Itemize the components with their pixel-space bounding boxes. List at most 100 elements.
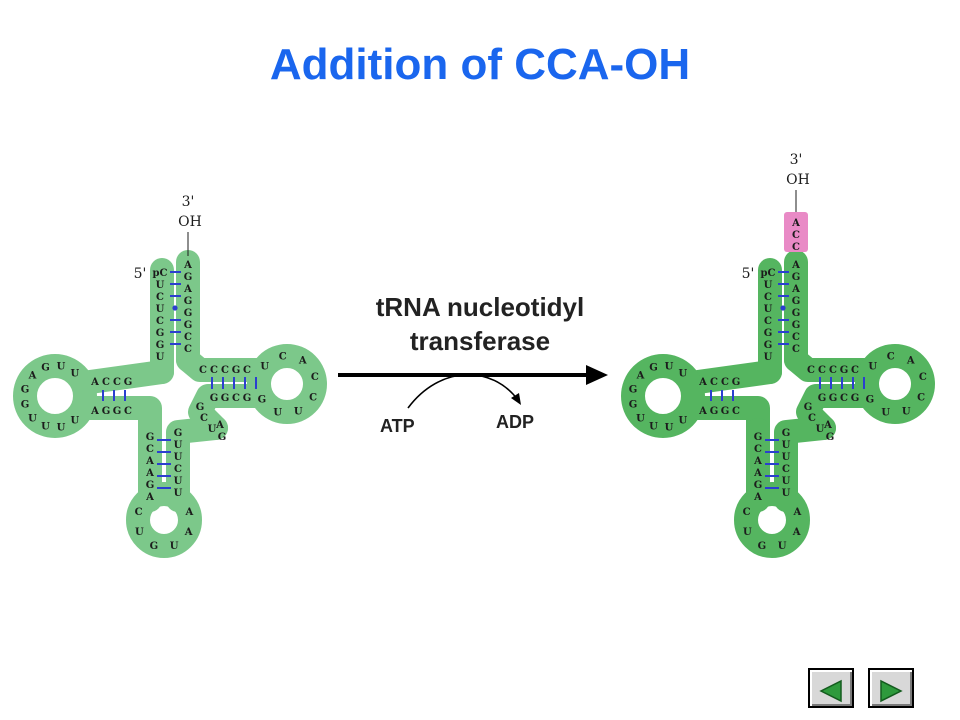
precursor-nt-acceptor-3p: G	[184, 320, 193, 331]
product-nt-anticodon-stem-5p: G	[754, 432, 763, 443]
precursor-nt-acceptor-3p: G	[184, 272, 193, 283]
product-nt-t-stem-bottom: G	[829, 393, 838, 404]
product-nt-anticodon-loop: U	[743, 527, 752, 538]
product-nt-d-loop: U	[649, 422, 658, 433]
precursor-nt-anticodon-loop: A	[184, 507, 193, 518]
precursor-nt-anticodon-stem-3p: G	[174, 428, 183, 439]
product-nt-t-stem-top: G	[840, 365, 849, 376]
product-nt-anticodon-stem-5p: A	[753, 492, 762, 503]
precursor-nt-t-stem-bottom: G	[243, 393, 252, 404]
page-title: Addition of CCA-OH	[269, 40, 691, 89]
precursor-nt-anticodon-loop: U	[135, 527, 144, 538]
precursor-nt-d-stem-top: C	[102, 377, 110, 388]
precursor-three-prime-label: 3'	[182, 194, 195, 210]
product-nt-d-loop: U	[665, 362, 674, 373]
precursor-nt-anticodon-stem-3p: U	[174, 452, 183, 463]
precursor-nt-acceptor-3p: C	[184, 332, 192, 343]
product-five-prime-label: 5'	[742, 266, 755, 282]
enzyme-label: tRNA nucleotidyl transferase	[330, 290, 630, 358]
product-nt-acceptor-5p: U	[764, 352, 773, 363]
precursor-backbone	[13, 250, 327, 558]
precursor-nt-acceptor-3p: A	[183, 284, 192, 295]
product-nt-acceptor-5p: G	[764, 328, 773, 339]
product-nt-t-loop: C	[917, 393, 925, 404]
product-nt-anticodon-loop: U	[778, 541, 787, 552]
product-nt-anticodon-stem-3p: U	[782, 476, 791, 487]
precursor-nt-anticodon-stem-5p: A	[145, 468, 154, 479]
product-nt-anticodon-stem-3p: C	[782, 464, 790, 475]
product-nt-acceptor-3p: G	[792, 320, 801, 331]
reaction-arrow-head	[586, 365, 608, 385]
precursor-nt-acceptor-5p: C	[156, 292, 164, 303]
previous-slide-button[interactable]	[808, 668, 854, 708]
product-nt-d-loop: G	[629, 400, 638, 411]
product-nt-acceptor-5p: C	[764, 316, 772, 327]
product-nt-t-loop: U	[881, 407, 890, 418]
precursor-nt-d-stem-top: C	[113, 377, 121, 388]
product-nt-d-stem-top: C	[710, 377, 718, 388]
adp-label: ADP	[496, 412, 535, 432]
cofactor-curve-arrowhead	[511, 393, 521, 405]
precursor-nt-t-loop: C	[311, 372, 319, 383]
precursor-nt-d-loop: U	[28, 413, 37, 424]
precursor-nt-d-stem-bottom: G	[102, 406, 111, 417]
product-nt-t-loop: U	[902, 407, 911, 418]
precursor-nt-t-stem-top: C	[199, 365, 207, 376]
product-base-pairs	[710, 271, 865, 489]
precursor-nt-anticodon-stem-3p: C	[174, 464, 182, 475]
precursor-nt-anticodon-stem-3p: U	[174, 488, 183, 499]
precursor-nt-anticodon-stem-3p: U	[174, 440, 183, 451]
product-nt-variable: A	[823, 420, 832, 431]
precursor-nt-acceptor-3p: G	[184, 308, 193, 319]
precursor-nt-t-stem-bottom: G	[221, 393, 230, 404]
product-nt-acceptor-5p: G	[764, 340, 773, 351]
cofactor-curve	[407, 373, 519, 409]
product-nt-d-stem-top: C	[721, 377, 729, 388]
product-nt-d-stem-top: A	[698, 377, 707, 388]
product-nt-anticodon-loop: G	[758, 541, 767, 552]
product-nt-t-stem-top: C	[807, 365, 815, 376]
product-nt-acceptor-3p: A	[791, 284, 800, 295]
product-nt-d-stem-bottom: G	[721, 406, 730, 417]
enzyme-label-line2: transferase	[409, 326, 551, 356]
product-nt-d-stem-bottom: G	[710, 406, 719, 417]
product-nt-anticodon-stem-3p: U	[782, 452, 791, 463]
product-nt-t-loop: U	[868, 361, 877, 372]
product-nt-cca: C	[792, 242, 800, 253]
product-nt-acceptor-5p: U	[764, 304, 773, 315]
precursor-nt-d-stem-bottom: G	[113, 406, 122, 417]
precursor-nt-t-loop: C	[309, 393, 317, 404]
product-nt-acceptor-5p: pC	[761, 268, 776, 279]
product-nt-acceptor-3p: C	[792, 344, 800, 355]
precursor-nt-d-loop: U	[41, 422, 50, 433]
product-nt-anticodon-stem-3p: G	[782, 428, 791, 439]
precursor-nt-d-loop: G	[21, 384, 30, 395]
precursor-nt-t-stem-top: C	[221, 365, 229, 376]
precursor-nt-anticodon-loop: U	[170, 541, 179, 552]
precursor-nt-t-loop: U	[260, 361, 269, 372]
precursor-nt-variable: C	[200, 413, 208, 424]
precursor-oh-label: OH	[178, 214, 202, 230]
precursor-nt-acceptor-5p: U	[156, 280, 165, 291]
product-nt-anticodon-loop: A	[792, 527, 801, 538]
precursor-nt-d-loop: A	[28, 371, 37, 382]
product-nt-t-stem-top: C	[818, 365, 826, 376]
product-nt-acceptor-3p: C	[792, 332, 800, 343]
next-slide-button[interactable]	[868, 668, 914, 708]
precursor-nt-d-loop: G	[21, 400, 30, 411]
product-nt-t-loop: A	[906, 356, 915, 367]
enzyme-label-line1: tRNA nucleotidyl	[375, 292, 585, 322]
precursor-nt-anticodon-loop: C	[135, 507, 143, 518]
product-nt-acceptor-3p: G	[792, 272, 801, 283]
product-nt-t-loop: C	[919, 372, 927, 383]
precursor-nt-acceptor-5p: pC	[153, 268, 168, 279]
triangle-right-icon	[880, 679, 903, 703]
precursor-nt-variable: A	[215, 420, 224, 431]
product-nt-t-loop: G	[866, 395, 875, 406]
precursor-nt-d-loop: U	[71, 368, 80, 379]
precursor-nt-d-stem-top: G	[124, 377, 133, 388]
precursor-nt-d-loop: U	[71, 416, 80, 427]
precursor-nt-d-loop: U	[57, 422, 66, 433]
